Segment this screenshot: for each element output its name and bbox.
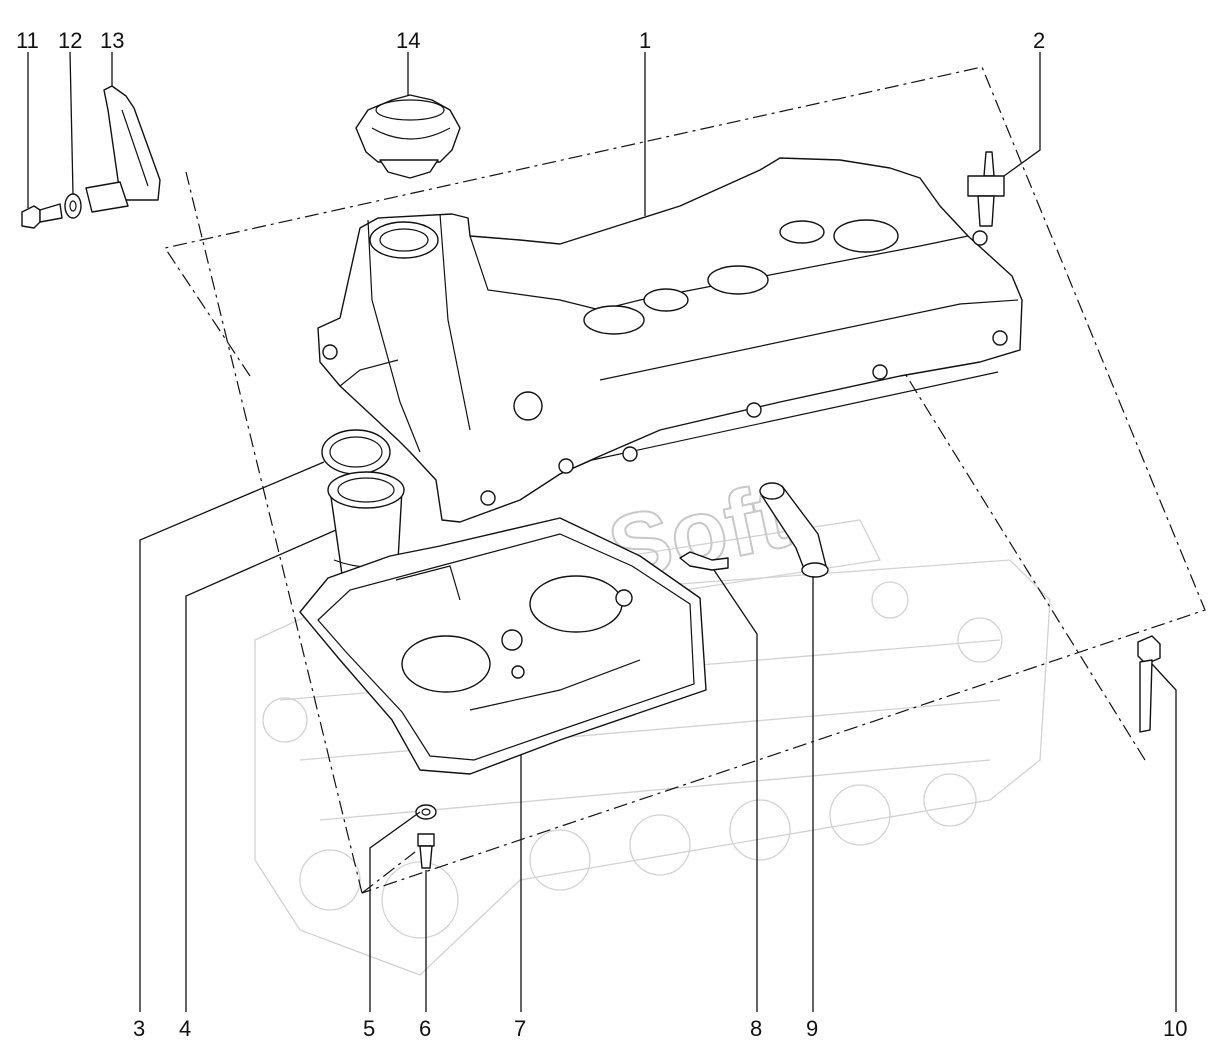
washer-12 [64,193,82,219]
callout-2: 2 [1033,28,1045,53]
assembly-boundary-lines [164,66,1206,894]
callout-11: 11 [16,28,39,53]
bolt-6 [417,833,435,869]
callout-12: 12 [58,28,82,53]
callout-4: 4 [179,1016,191,1041]
callout-13: 13 [100,28,124,53]
callout-14: 14 [396,28,420,53]
bolt-11 [21,203,63,229]
stud-2 [967,151,1005,227]
crankcase-breather-hose [759,482,829,578]
callout-3: 3 [133,1016,145,1041]
callout-8: 8 [750,1016,762,1041]
leader-lines [27,51,1177,1012]
callout-5: 5 [363,1016,375,1041]
mounting-bracket [85,85,161,213]
cylinder-head-cover [317,157,1023,523]
callout-9: 9 [806,1016,818,1041]
callout-10: 10 [1163,1016,1187,1041]
callout-6: 6 [419,1016,431,1041]
baffle-plate [299,517,707,775]
washer-5 [415,804,437,820]
small-breather-hose [679,551,729,571]
callout-1: 1 [639,28,651,53]
oil-filler-cap [355,94,461,179]
callout-numbers: 11 12 13 14 1 2 3 4 5 6 7 8 9 10 [16,28,1187,1041]
sealing-ring [321,429,391,475]
long-bolt-10 [1137,635,1161,733]
callout-7: 7 [514,1016,526,1041]
